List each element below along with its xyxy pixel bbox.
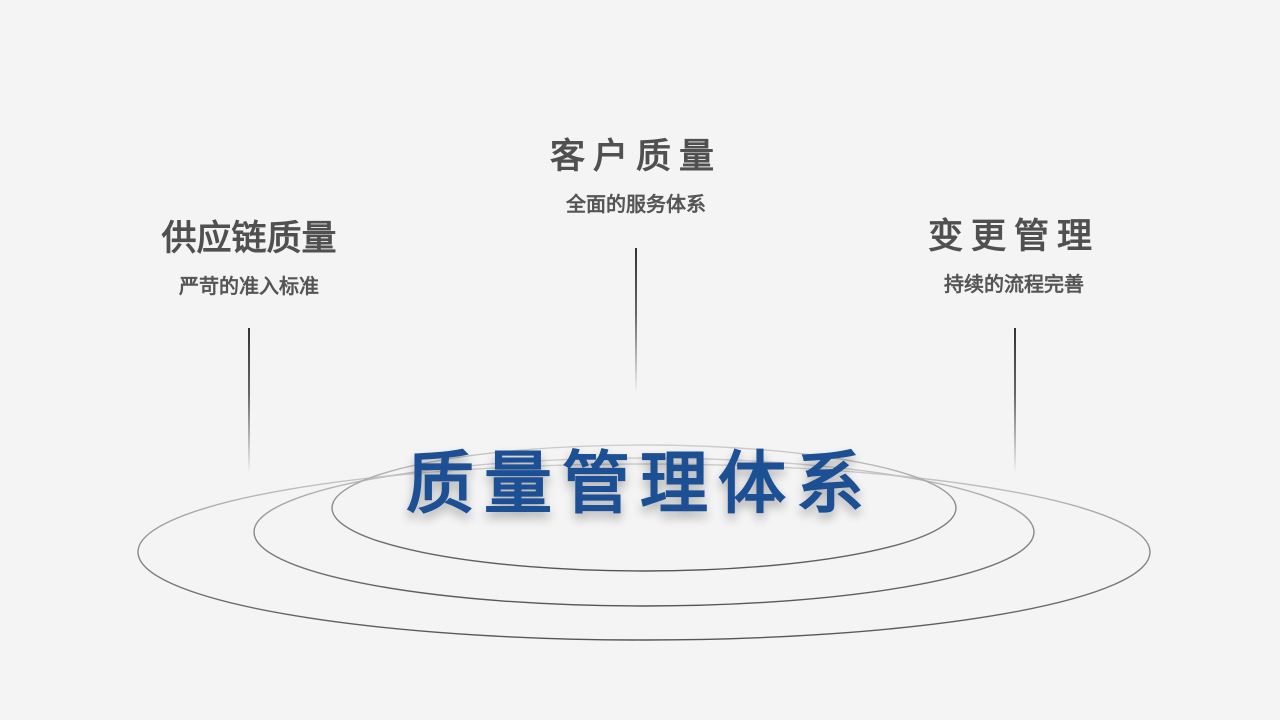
node-title: 变更管理: [927, 217, 1100, 257]
inner-ring: [331, 444, 957, 572]
outer-ring: [137, 463, 1151, 641]
node-subtitle: 持续的流程完善: [944, 272, 1084, 296]
node-subtitle: 严苛的准入标准: [179, 274, 319, 298]
node-title: 供应链质量: [161, 219, 337, 259]
node-supply-chain: 供应链质量 严苛的准入标准: [89, 217, 409, 299]
middle-ring: [253, 457, 1035, 607]
connector-line-left: [248, 328, 250, 473]
center-title: 质量管理体系: [405, 445, 874, 524]
node-title: 客户质量: [549, 137, 722, 177]
connector-line-center: [635, 248, 637, 393]
node-customer-quality: 客户质量 全面的服务体系: [476, 135, 796, 217]
connector-line-right: [1014, 328, 1016, 473]
node-subtitle: 全面的服务体系: [566, 192, 706, 216]
node-change-management: 变更管理 持续的流程完善: [854, 215, 1174, 297]
